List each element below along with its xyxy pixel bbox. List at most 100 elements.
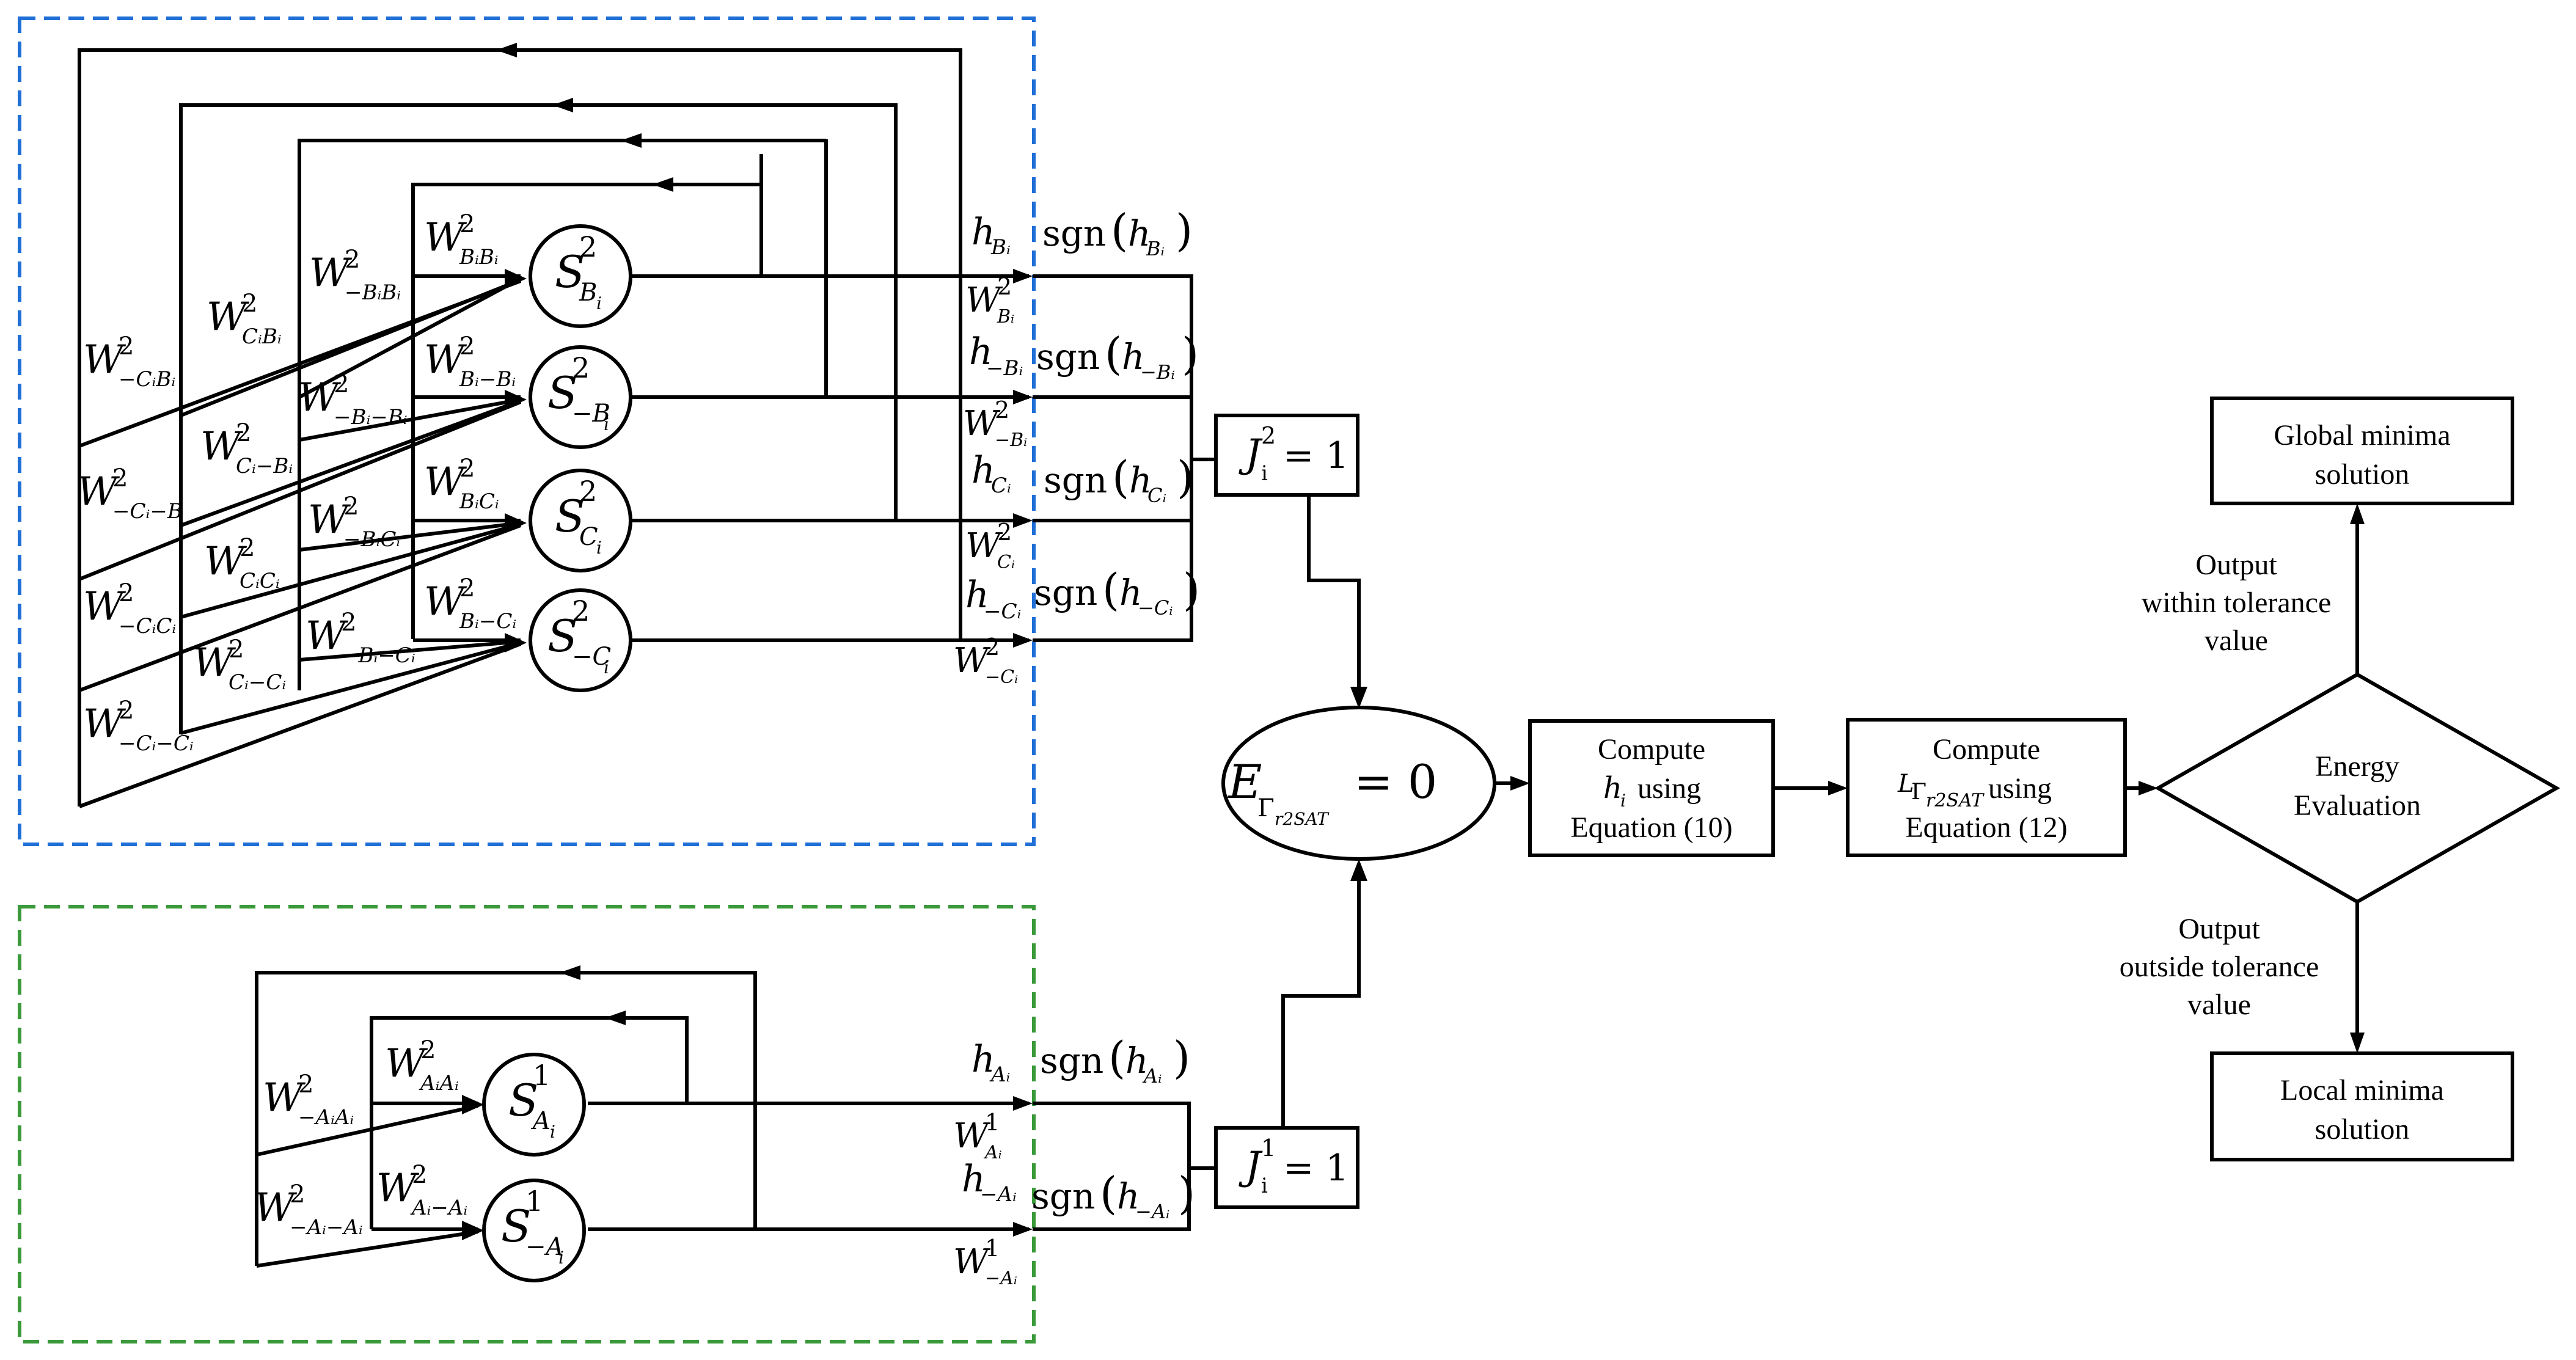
svg-text:2: 2 (1261, 422, 1276, 449)
svg-text:sgn: sgn (1042, 213, 1106, 254)
svg-text:−C: −C (572, 643, 611, 671)
svg-text:−Aᵢ: −Aᵢ (985, 1268, 1017, 1289)
output-sgn-b: sgn(hBᵢ) (1042, 205, 1193, 260)
svg-text:−AᵢAᵢ: −AᵢAᵢ (298, 1105, 354, 1130)
out-arrow-3 (1013, 513, 1033, 528)
svg-text:W: W (308, 497, 351, 543)
svg-text:−Cᵢ: −Cᵢ (1138, 596, 1173, 620)
svg-text:W: W (385, 1041, 428, 1086)
weight-label: W2−Aᵢ−Aᵢ (254, 1180, 363, 1240)
svg-text:W: W (953, 1242, 991, 1282)
svg-text:= 1: = 1 (1283, 1147, 1349, 1190)
svg-text:S: S (555, 246, 585, 298)
svg-text:W: W (376, 1166, 420, 1211)
loop-arrow-3 (621, 133, 642, 148)
svg-text:−BᵢCᵢ: −BᵢCᵢ (343, 527, 400, 552)
weight-label: W2−CᵢCᵢ (83, 579, 176, 638)
arrow-into-energy-bottom (1350, 859, 1367, 881)
svg-text:−Bᵢ: −Bᵢ (986, 356, 1023, 381)
svg-text:−BᵢBᵢ: −BᵢBᵢ (345, 280, 401, 305)
svg-text:W: W (207, 294, 250, 340)
svg-text:h: h (1129, 459, 1152, 501)
output-sgn-neg-a: sgn(h−Aᵢ) (1031, 1168, 1195, 1223)
svg-text:Equation (10): Equation (10) (1570, 811, 1732, 844)
fan-arrow-b (505, 269, 527, 288)
svg-text:−Cᵢ: −Cᵢ (984, 599, 1021, 624)
arrow-into-decision (2139, 781, 2158, 795)
svg-text:Energy: Energy (2315, 750, 2399, 783)
svg-text:−CᵢBᵢ: −CᵢBᵢ (119, 367, 175, 392)
output-within-tolerance-label: Output within tolerance value (2142, 549, 2332, 657)
arrow-into-compute-l (1828, 781, 1848, 795)
lower-output-lines (588, 1102, 1216, 1231)
svg-text:Equation (12): Equation (12) (1905, 811, 2067, 844)
svg-text:1: 1 (525, 1185, 543, 1218)
svg-text:W: W (77, 469, 120, 514)
svg-text:h: h (962, 1158, 986, 1201)
output-h-neg-b: h−Bᵢ (969, 331, 1023, 381)
svg-text:Global minima: Global minima (2274, 419, 2450, 452)
junction-j2: J 2 i = 1 (1214, 414, 1359, 497)
arrow-into-global (2350, 503, 2365, 524)
svg-text:i: i (604, 657, 609, 678)
svg-text:2: 2 (341, 609, 356, 637)
out-arrow-2 (1013, 390, 1033, 404)
svg-text:2: 2 (236, 419, 251, 447)
arrow-into-local (2350, 1033, 2365, 1053)
neuron-s-a: S 1 A i (482, 1053, 586, 1157)
svg-text:−Aᵢ: −Aᵢ (1135, 1200, 1169, 1223)
global-minima-box: Global minima solution (2210, 397, 2514, 505)
svg-text:i: i (1261, 461, 1268, 486)
fan-arrow-nb (505, 390, 527, 409)
out-arrow-5 (1013, 1096, 1033, 1111)
svg-text:2: 2 (240, 534, 255, 562)
svg-text:): ) (1182, 328, 1199, 379)
upper-fan-in-lines (78, 274, 522, 808)
svg-text:2: 2 (229, 635, 244, 664)
svg-text:h: h (971, 1038, 995, 1081)
svg-text:value: value (2187, 989, 2251, 1021)
local-minima-box: Local minima solution (2210, 1051, 2514, 1161)
svg-text:2: 2 (997, 519, 1012, 546)
svg-text:−Cᵢ: −Cᵢ (985, 667, 1018, 688)
output-w-neg-a: W1−Aᵢ (953, 1235, 1017, 1289)
svg-text:h: h (1117, 1175, 1140, 1217)
svg-text:Cᵢ: Cᵢ (997, 552, 1015, 573)
svg-text:2: 2 (343, 492, 359, 521)
svg-text:L: L (1897, 770, 1914, 798)
output-sgn-neg-c: sgn(h−Cᵢ) (1034, 564, 1200, 620)
output-h-b: hBᵢ (971, 211, 1011, 260)
svg-text:−Bᵢ−Bᵢ: −Bᵢ−Bᵢ (334, 405, 408, 430)
svg-text:solution: solution (2315, 1113, 2410, 1146)
svg-text:): ) (1177, 452, 1194, 503)
svg-text:−Bᵢ: −Bᵢ (995, 430, 1027, 451)
svg-text:1: 1 (1261, 1135, 1276, 1161)
first-order-network-frame (18, 905, 1036, 1344)
svg-text:2: 2 (459, 332, 475, 360)
svg-text:W: W (965, 526, 1003, 566)
svg-text:sgn: sgn (1031, 1175, 1095, 1217)
svg-text:Aᵢ: Aᵢ (983, 1142, 1002, 1163)
output-sgn-neg-b: sgn(h−Bᵢ) (1036, 328, 1199, 384)
svg-text:2: 2 (345, 246, 360, 274)
fan-arrow-a (462, 1095, 484, 1114)
svg-text:h: h (971, 449, 995, 492)
svg-text:−Cᵢ−Cᵢ: −Cᵢ−Cᵢ (119, 731, 194, 756)
svg-text:W: W (424, 579, 467, 624)
svg-text:(: ( (1102, 564, 1119, 615)
svg-text:W: W (83, 701, 126, 747)
neuron-s-neg-c: S 2 −C i (529, 588, 632, 692)
svg-text:E: E (1227, 755, 1262, 809)
neuron-s-neg-a: S 1 −A i (482, 1179, 586, 1282)
svg-text:CᵢCᵢ: CᵢCᵢ (240, 569, 280, 593)
compute-l-box: Compute L Γ r2SAT using Equation (12) (1846, 718, 2127, 857)
